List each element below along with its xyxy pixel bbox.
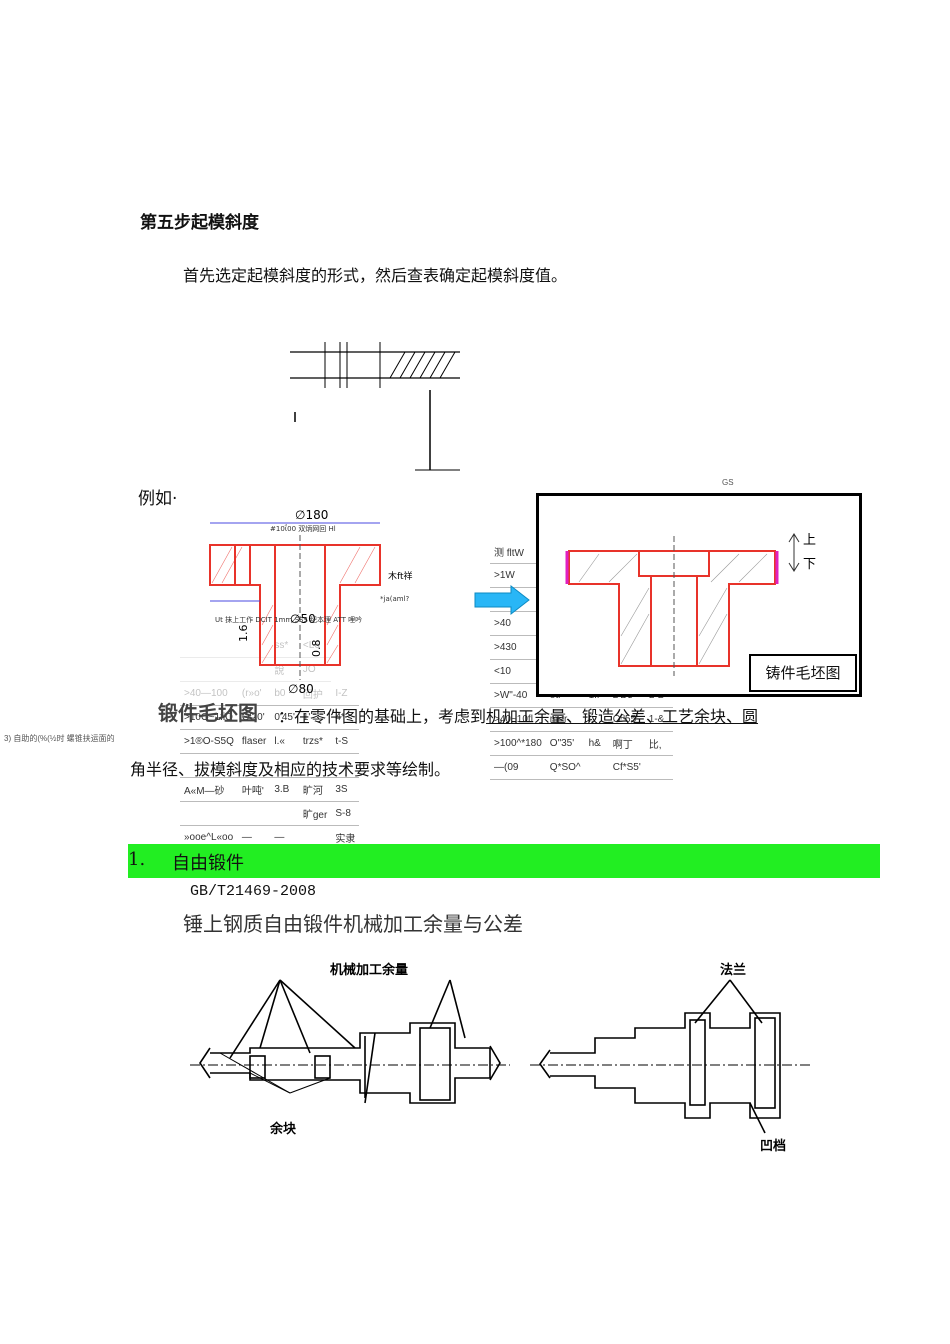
forging-blank-text-1: ：在零件图的基础上，考虑到机加工余量、锻造公差、工艺余块、圆 (278, 703, 758, 727)
wood-label: 木ft祥 (388, 570, 413, 582)
groove-label: 凹档 (760, 1138, 786, 1154)
side-note: 3) 自助的(%(½时 螺锥扶运面的 (4, 734, 115, 743)
right-table-cell: >40~10fl (490, 707, 546, 732)
dim-180: ∅180 (295, 508, 328, 522)
top-note: #10ΐ00 双炳网回 Hl (270, 524, 336, 533)
left-table-cell: 1' (298, 705, 332, 730)
forging-text-part-b: 机加工余量、锻造公差、工艺余块、圆 (486, 707, 759, 726)
machining-allowance-label: 机械加工余量 (330, 962, 408, 978)
example-label: 例如· (138, 489, 178, 509)
section-highlight (128, 844, 880, 878)
left-table-cell: l.« (270, 729, 299, 754)
arrow-icon (474, 584, 530, 616)
standard-code: GB/T21469-2008 (190, 883, 317, 900)
section-title: 自由锻件 (172, 853, 244, 874)
forging-blank-title: 锻件毛坯图 (158, 701, 258, 725)
left-table-cell: trzs* (298, 729, 332, 754)
left-table-cell (180, 753, 238, 778)
right-table-cell: —(09 (490, 755, 546, 780)
left-table-cell: flaser (237, 729, 271, 754)
left-table-cell (270, 801, 299, 826)
right-table-cell: 比, (644, 731, 673, 756)
dim-80: ∅80 (288, 682, 314, 696)
left-table-cell (298, 753, 332, 778)
right-table-cell: l, (584, 707, 609, 732)
up-label: 上 (803, 533, 816, 548)
shaft-forging-drawing: 机械加工余量 余块 法兰 凹档 (190, 962, 810, 1154)
note-line: Ut 抹上工作 DCIT 1mm SSS 纪本理 ATT 哩吟 (215, 615, 362, 624)
casting-blank-label: 铸件毛坯图 (749, 654, 857, 692)
left-table-cell (237, 801, 271, 826)
section-number: 1. (128, 849, 146, 870)
forging-text-part-a: ：在零件图的基础上，考虑到 (278, 707, 487, 726)
left-table-cell: O'20' (237, 705, 271, 730)
right-table-cell (584, 755, 609, 780)
left-table-cell: 3.B (270, 777, 299, 802)
right-table-cell: O"35' (545, 731, 585, 756)
right-table-cell: m<r (545, 707, 585, 732)
left-table-cell (237, 753, 271, 778)
left-table-cell (331, 753, 360, 778)
right-table-cell: >100^*180 (490, 731, 546, 756)
dim-0-8: 0.8 (310, 640, 323, 658)
down-label: 下 (803, 557, 816, 572)
left-table-cell (180, 801, 238, 826)
flange-label: 法兰 (720, 962, 746, 978)
left-table-cell: A«M—砂 (180, 777, 238, 802)
left-table-cell: 叶吨' (237, 777, 271, 802)
block-label: 余块 (269, 1121, 297, 1137)
right-table-cell: Q*SO^ (545, 755, 585, 780)
right-table-cell (644, 755, 673, 780)
part-drawing: ∅180 #10ΐ00 双炳网回 Hl ∅50 ∅80 1.6 0.8 木ft祥… (180, 505, 460, 705)
left-table-cell: 0'45' (270, 705, 299, 730)
right-table-cell: h& (584, 731, 609, 756)
hammer-forging-title: 锤上钢质自由锻件机械加工余量与公差 (183, 912, 523, 936)
left-table-cell (270, 753, 299, 778)
sub-note: *ja(aml? (380, 595, 410, 603)
right-table-cell: 啊丁 (608, 731, 645, 756)
left-table-cell: 旷河 (298, 777, 332, 802)
dim-50: ∅50 (290, 612, 316, 626)
right-table-cell: Oᴿ55' (608, 707, 645, 732)
right-table-cell: 测 fltW (490, 540, 546, 564)
left-table-cell: 4* (331, 705, 360, 730)
left-table-cell: t-S (331, 729, 360, 754)
forging-blank-text-2: 角半径、拔模斜度及相应的技术要求等绘制。 (130, 760, 451, 779)
intro-paragraph: 首先选定起模斜度的形式，然后查表确定起模斜度值。 (183, 266, 568, 285)
left-table-cell: 旷ger (298, 801, 332, 826)
left-table-cell: 3S (331, 777, 360, 802)
left-table-cell: >10O~1fiO (180, 705, 238, 730)
right-table-cell: Cf*S5' (608, 755, 645, 780)
right-table-cell: 1-& (644, 707, 673, 732)
left-table-cell: >1®O-S5Q (180, 729, 238, 754)
left-table-row (180, 753, 360, 778)
left-table-cell: S-8 (331, 801, 360, 826)
step-heading: 第五步起模斜度 (140, 213, 259, 233)
dim-1-6: 1.6 (237, 625, 250, 643)
gs-mark: GS (722, 478, 734, 487)
draft-angle-drawing (290, 342, 460, 471)
